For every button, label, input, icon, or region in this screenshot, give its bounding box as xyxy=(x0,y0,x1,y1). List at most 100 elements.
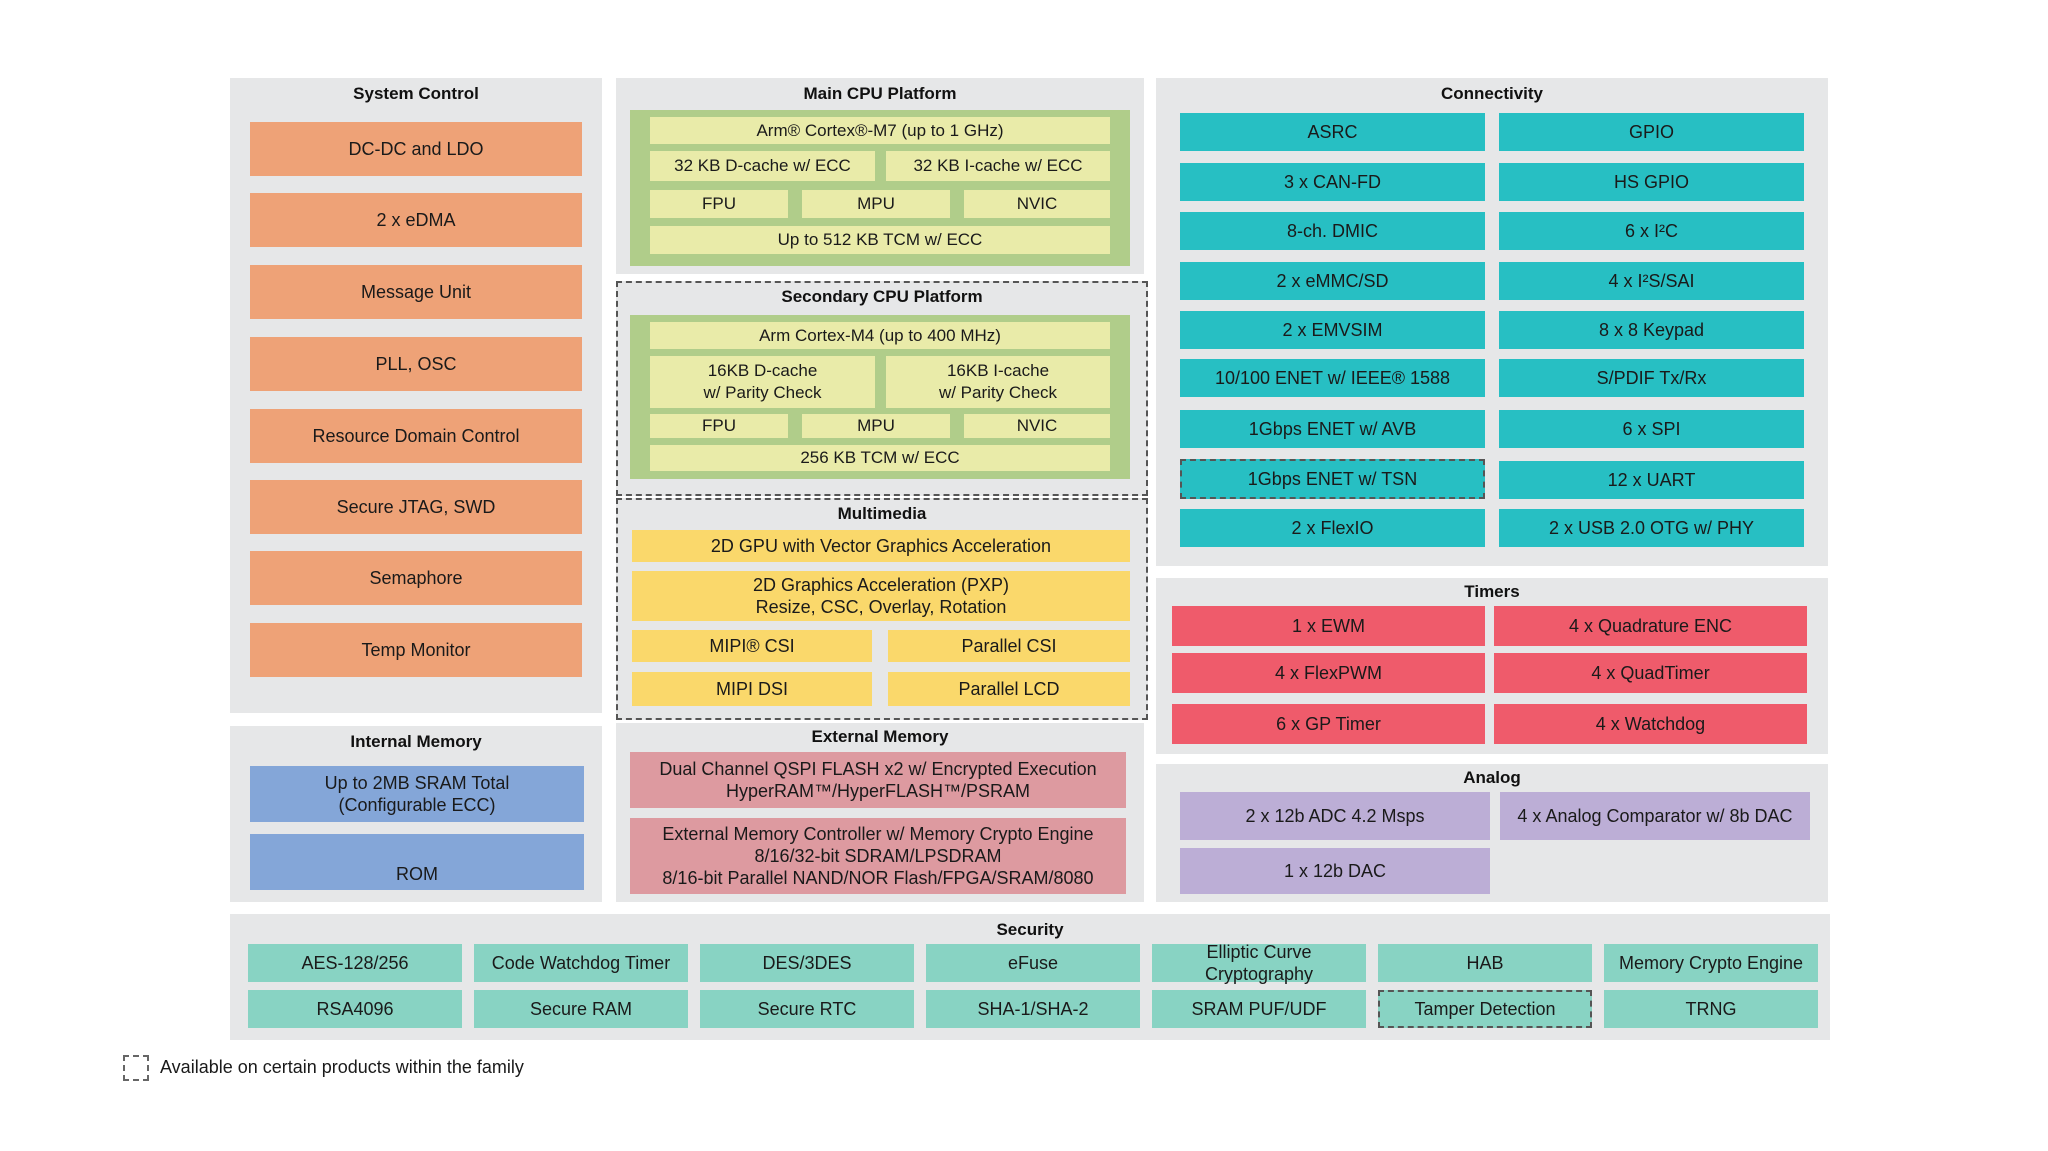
block-m7-mpu: MPU xyxy=(802,190,950,218)
block-hab: HAB xyxy=(1378,944,1592,982)
block-gpio: GPIO xyxy=(1499,113,1804,151)
block-ewm: 1 x EWM xyxy=(1172,606,1485,646)
block-sram-puf: SRAM PUF/UDF xyxy=(1152,990,1366,1028)
m4-icache-line2: w/ Parity Check xyxy=(938,383,1058,402)
timers-title: Timers xyxy=(1464,582,1520,601)
block-cortex-m4: Arm Cortex-M4 (up to 400 MHz) xyxy=(650,322,1110,349)
block-ecc-crypto: Elliptic Curve Cryptography xyxy=(1152,942,1366,984)
block-aes: AES-128/256 xyxy=(248,944,462,982)
block-spdif: S/PDIF Tx/Rx xyxy=(1499,359,1804,397)
block-m4-dcache: 16KB D-cache w/ Parity Check xyxy=(650,356,875,408)
pxp-line2: Resize, CSC, Overlay, Rotation xyxy=(755,597,1007,617)
connectivity-title: Connectivity xyxy=(1440,84,1544,103)
block-hs-gpio: HS GPIO xyxy=(1499,163,1804,201)
block-secure-ram: Secure RAM xyxy=(474,990,688,1028)
block-rsa4096: RSA4096 xyxy=(248,990,462,1028)
emc-line1: External Memory Controller w/ Memory Cry… xyxy=(662,824,1094,844)
secondary-cpu-panel: Secondary CPU Platform Arm Cortex-M4 (up… xyxy=(616,281,1148,496)
block-enet-1588: 10/100 ENET w/ IEEE® 1588 xyxy=(1180,359,1485,397)
block-mipi-dsi: MIPI DSI xyxy=(632,672,872,706)
block-emc: External Memory Controller w/ Memory Cry… xyxy=(630,818,1126,894)
block-enet-tsn: 1Gbps ENET w/ TSN xyxy=(1180,459,1485,499)
block-parallel-lcd: Parallel LCD xyxy=(888,672,1130,706)
main-cpu-title: Main CPU Platform xyxy=(803,84,957,103)
block-secure-rtc: Secure RTC xyxy=(700,990,914,1028)
pxp-line1: 2D Graphics Acceleration (PXP) xyxy=(752,575,1010,595)
block-rom: ROM xyxy=(250,834,584,890)
block-flexio: 2 x FlexIO xyxy=(1180,509,1485,547)
block-dac: 1 x 12b DAC xyxy=(1180,848,1490,894)
block-spi: 6 x SPI xyxy=(1499,410,1804,448)
m4-icache-line1: 16KB I-cache xyxy=(946,361,1050,380)
block-m7-dcache: 32 KB D-cache w/ ECC xyxy=(650,151,875,181)
external-memory-panel: External Memory Dual Channel QSPI FLASH … xyxy=(616,723,1144,902)
block-semaphore: Semaphore xyxy=(250,551,582,605)
legend-text: Available on certain products within the… xyxy=(160,1057,524,1077)
block-edma: 2 x eDMA xyxy=(250,193,582,247)
block-flexpwm: 4 x FlexPWM xyxy=(1172,653,1485,693)
block-m4-fpu: FPU xyxy=(650,414,788,438)
block-resource-domain-control: Resource Domain Control xyxy=(250,409,582,463)
analog-panel: Analog 2 x 12b ADC 4.2 Msps 4 x Analog C… xyxy=(1156,764,1828,902)
external-memory-title: External Memory xyxy=(811,727,949,746)
block-emmc-sd: 2 x eMMC/SD xyxy=(1180,262,1485,300)
block-efuse: eFuse xyxy=(926,944,1140,982)
block-mipi-csi: MIPI® CSI xyxy=(632,630,872,662)
block-m7-nvic: NVIC xyxy=(964,190,1110,218)
block-cortex-m7: Arm® Cortex®-M7 (up to 1 GHz) xyxy=(650,117,1110,144)
block-m7-tcm: Up to 512 KB TCM w/ ECC xyxy=(650,226,1110,254)
block-i2c: 6 x I²C xyxy=(1499,212,1804,250)
block-watchdog: 4 x Watchdog xyxy=(1494,704,1807,744)
internal-memory-title: Internal Memory xyxy=(350,732,482,751)
block-sram: Up to 2MB SRAM Total (Configurable ECC) xyxy=(250,766,584,822)
system-control-panel: System Control DC-DC and LDO 2 x eDMA Me… xyxy=(230,78,602,713)
block-emvsim: 2 x EMVSIM xyxy=(1180,311,1485,349)
block-can-fd: 3 x CAN-FD xyxy=(1180,163,1485,201)
qspi-line1: Dual Channel QSPI FLASH x2 w/ Encrypted … xyxy=(659,759,1097,779)
block-m4-icache: 16KB I-cache w/ Parity Check xyxy=(886,356,1110,408)
block-temp-monitor: Temp Monitor xyxy=(250,623,582,677)
block-m4-nvic: NVIC xyxy=(964,414,1110,438)
m4-dcache-line1: 16KB D-cache xyxy=(707,361,818,380)
block-asrc: ASRC xyxy=(1180,113,1485,151)
emc-line3: 8/16-bit Parallel NAND/NOR Flash/FPGA/SR… xyxy=(662,868,1094,888)
block-pll-osc: PLL, OSC xyxy=(250,337,582,391)
block-usb-otg: 2 x USB 2.0 OTG w/ PHY xyxy=(1499,509,1804,547)
block-m4-mpu: MPU xyxy=(802,414,950,438)
block-pxp: 2D Graphics Acceleration (PXP) Resize, C… xyxy=(632,571,1130,621)
block-gp-timer: 6 x GP Timer xyxy=(1172,704,1485,744)
block-keypad: 8 x 8 Keypad xyxy=(1499,311,1804,349)
emc-line2: 8/16/32-bit SDRAM/LPSDRAM xyxy=(754,846,1002,866)
block-des: DES/3DES xyxy=(700,944,914,982)
block-m7-icache: 32 KB I-cache w/ ECC xyxy=(886,151,1110,181)
block-quadrature-enc: 4 x Quadrature ENC xyxy=(1494,606,1807,646)
connectivity-panel: Connectivity ASRC 3 x CAN-FD 8-ch. DMIC … xyxy=(1156,78,1828,566)
block-m4-tcm: 256 KB TCM w/ ECC xyxy=(650,445,1110,471)
sram-line2: (Configurable ECC) xyxy=(338,795,496,815)
block-dcdc-ldo: DC-DC and LDO xyxy=(250,122,582,176)
security-title: Security xyxy=(996,920,1064,939)
legend-dashed-swatch xyxy=(123,1055,149,1081)
internal-memory-panel: Internal Memory Up to 2MB SRAM Total (Co… xyxy=(230,726,602,902)
block-uart: 12 x UART xyxy=(1499,461,1804,499)
block-message-unit: Message Unit xyxy=(250,265,582,319)
block-tamper-detection: Tamper Detection xyxy=(1378,990,1592,1028)
block-sha: SHA-1/SHA-2 xyxy=(926,990,1140,1028)
block-qspi-flash: Dual Channel QSPI FLASH x2 w/ Encrypted … xyxy=(630,752,1126,808)
block-analog-comparator: 4 x Analog Comparator w/ 8b DAC xyxy=(1500,792,1810,840)
multimedia-panel: Multimedia 2D GPU with Vector Graphics A… xyxy=(616,498,1148,720)
block-dmic: 8-ch. DMIC xyxy=(1180,212,1485,250)
block-m7-fpu: FPU xyxy=(650,190,788,218)
main-cpu-panel: Main CPU Platform Arm® Cortex®-M7 (up to… xyxy=(616,78,1144,274)
analog-title: Analog xyxy=(1463,768,1521,787)
sram-line1: Up to 2MB SRAM Total xyxy=(324,773,510,793)
block-enet-avb: 1Gbps ENET w/ AVB xyxy=(1180,410,1485,448)
timers-panel: Timers 1 x EWM 4 x FlexPWM 6 x GP Timer … xyxy=(1156,578,1828,754)
block-adc: 2 x 12b ADC 4.2 Msps xyxy=(1180,792,1490,840)
secondary-cpu-title: Secondary CPU Platform xyxy=(781,287,983,306)
block-code-watchdog: Code Watchdog Timer xyxy=(474,944,688,982)
block-secure-jtag: Secure JTAG, SWD xyxy=(250,480,582,534)
system-control-title: System Control xyxy=(353,84,479,103)
qspi-line2: HyperRAM™/HyperFLASH™/PSRAM xyxy=(725,781,1031,801)
block-2d-gpu: 2D GPU with Vector Graphics Acceleration xyxy=(632,530,1130,562)
